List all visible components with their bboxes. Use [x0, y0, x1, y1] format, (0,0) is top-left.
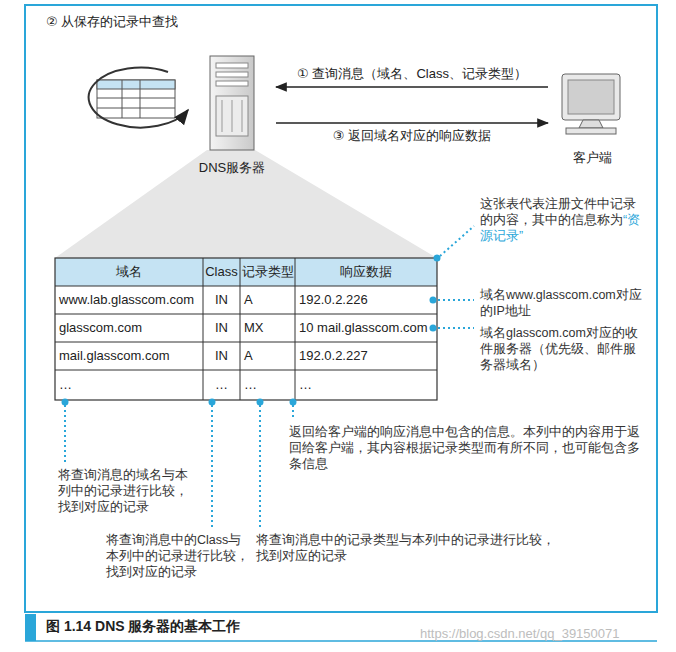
callout-text: 域名www.glasscom.com对应的IP地址 — [480, 287, 648, 319]
callout-text: 返回给客户端的响应消息中包含的信息。本列中的内容用于返回给客户端，其内容根据记录… — [289, 424, 651, 472]
table-cell: A — [241, 292, 294, 308]
table-cell: IN — [204, 348, 239, 364]
callout-text: 将查询消息中的记录类型与本列中的记录进行比较，找到对应的记录 — [256, 532, 566, 564]
table-cell: … — [204, 377, 239, 393]
watermark: https://blog.csdn.net/qq_39150071 — [420, 626, 660, 642]
table-cell: glasscom.com — [56, 320, 202, 336]
callout-text: 将查询消息的域名与本列中的记录进行比较，找到对应的记录 — [58, 467, 190, 515]
table-header: Class — [204, 264, 239, 280]
table-header: 响应数据 — [296, 264, 436, 280]
message-arrow — [276, 86, 548, 88]
edge-label: ① 查询消息（域名、Class、记录类型） — [294, 66, 530, 82]
node-label: DNS服务器 — [192, 160, 272, 176]
figure-frame — [25, 5, 657, 612]
client-computer — [562, 74, 620, 134]
zoom-wedge — [55, 150, 437, 258]
table-cell: … — [56, 377, 202, 393]
table-cell: IN — [204, 320, 239, 336]
edge-label: ③ 返回域名对应的响应数据 — [330, 128, 494, 144]
table-cell: A — [241, 348, 294, 364]
server-node: DNS服务器 — [192, 50, 272, 176]
caption-bar — [25, 614, 36, 641]
table-cell: 192.0.2.227 — [296, 348, 436, 364]
step-label: ② 从保存的记录中查找 — [46, 14, 226, 30]
message-arrow — [276, 122, 548, 124]
node-label: 客户端 — [552, 150, 632, 166]
caption: 图 1.14 DNS 服务器的基本工作 — [46, 618, 240, 634]
server-icon — [210, 56, 254, 150]
table-cell: … — [296, 377, 436, 393]
table-icon — [89, 68, 188, 128]
callout-text: 这张表代表注册文件中记录的内容，其中的信息称为“资源记录” — [480, 196, 648, 244]
record-table — [55, 258, 437, 400]
table-cell: www.lab.glasscom.com — [56, 292, 202, 308]
table-cell: … — [241, 377, 294, 393]
table-cell: 192.0.2.226 — [296, 292, 436, 308]
table-header: 域名 — [56, 264, 202, 280]
table-header: 记录类型 — [241, 264, 294, 280]
callout-text: 将查询消息中的Class与本列中的记录进行比较，找到对应的记录 — [106, 532, 250, 580]
table-cell: mail.glasscom.com — [56, 348, 202, 364]
callout-text: 域名glasscom.com对应的收件服务器（优先级、邮件服务器域名） — [480, 325, 648, 373]
table-cell: IN — [204, 292, 239, 308]
callout-term: “资源记录” — [480, 213, 640, 243]
client-node: 客户端 — [552, 64, 632, 166]
table-cell: 10 mail.glasscom.com — [296, 320, 436, 336]
table-cell: MX — [241, 320, 294, 336]
